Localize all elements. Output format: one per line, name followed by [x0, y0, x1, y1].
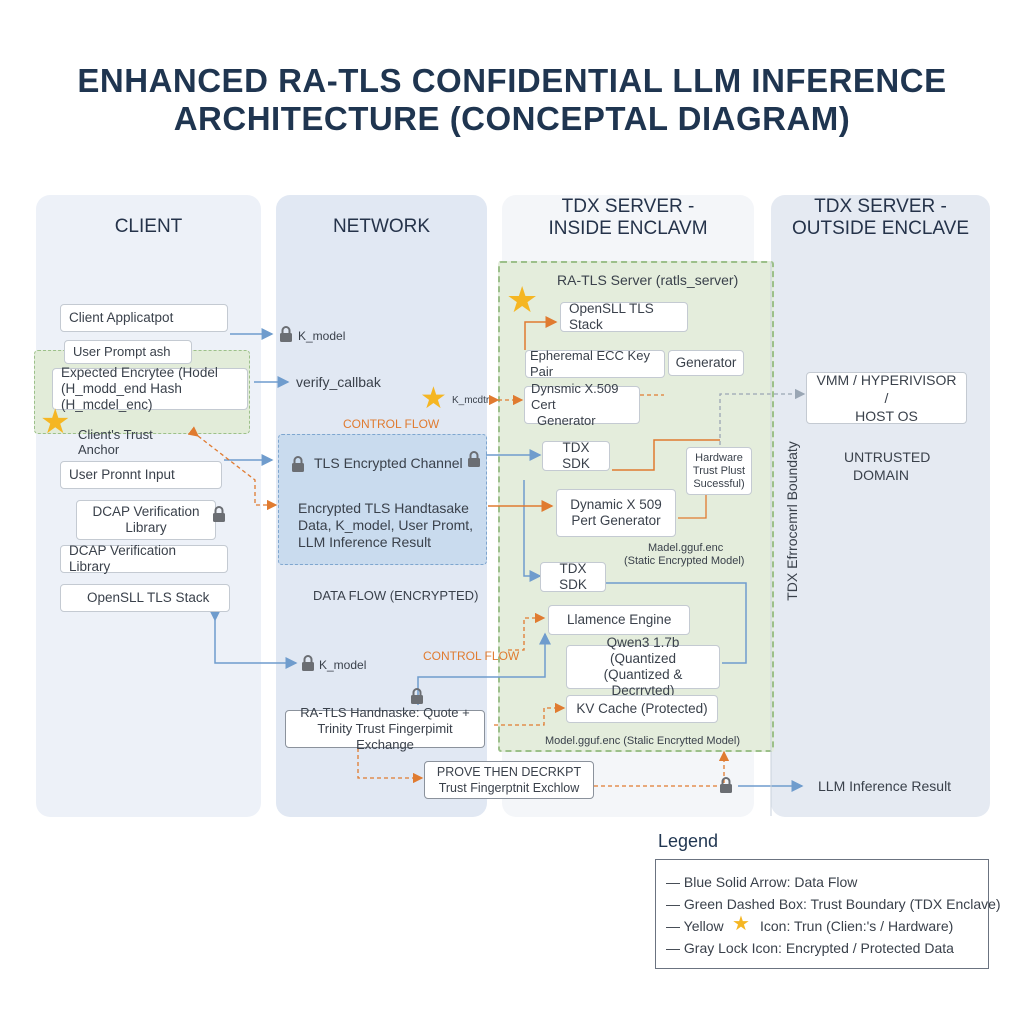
lock-icon	[720, 777, 732, 793]
lock-icon	[302, 655, 314, 671]
control-flow-label-top: CONTROL FLOW	[343, 417, 440, 431]
openssl-enclave-box: OpenSLL TLS Stack	[560, 301, 688, 332]
pert-generator-box: Dynamic X 509 Pert Generator	[556, 489, 676, 537]
model-enc-line2: (Static Encrypted Model)	[624, 555, 745, 567]
client-lane-title: CLIENT	[114, 216, 183, 237]
pert-line1: Dynamic X 509	[570, 497, 662, 512]
user-prompt-hash-box: User Prompt ash	[64, 340, 192, 364]
star-icon: ★	[40, 403, 71, 441]
legend-item-yellow-b: Icon: Trun (Clien:'s / Hardware)	[760, 918, 954, 934]
kv-cache-box: KV Cache (Protected)	[566, 695, 718, 723]
handshake-line2: Trinity Trust Fingerpimit Exchange	[317, 721, 453, 752]
legend-item-data-flow: — Blue Solid Arrow: Data Flow	[666, 874, 858, 890]
network-lane-title: NETWORK	[332, 216, 431, 237]
user-prompt-input-box: User Pronnt Input	[60, 461, 222, 489]
dcap-box-line2: Library	[125, 520, 167, 535]
verify-callback-label: verify_callbak	[296, 374, 381, 390]
vmm-hypervisor-box: VMM / HYPERIVISOR / HOST OS	[806, 372, 967, 424]
qwen-model-box: Qwen3 1.7b (Quantized (Quantized & Decrr…	[566, 635, 720, 698]
untrusted-line1: UNTRUSTED	[844, 449, 931, 465]
outside-enclave-title-line1: TDX SERVER -	[814, 196, 947, 217]
generator-box: Generator	[668, 350, 744, 376]
legend-title: Legend	[658, 831, 719, 851]
legend-item-trust-boundary: — Green Dashed Box: Trust Boundary (TDX …	[666, 896, 1001, 912]
dcap-box-line1: DCAP Verification	[92, 504, 200, 519]
hw-line3: Sucessful)	[693, 477, 745, 490]
tdx-sdk-box-2: TDX SDK	[540, 561, 606, 592]
dcap-verification-library-box: DCAP Verification Library	[60, 543, 228, 574]
diagram-title-line1: ENHANCED RA-TLS CONFIDENTIAL LLM INFEREN…	[77, 62, 947, 99]
client-application-box: Client Applicatpot	[60, 304, 228, 332]
ra-tls-handshake-box: RA-TLS Handnaske: Quote + Trinity Trust …	[285, 705, 485, 752]
qwen-line2: (Quantized & Decrryted)	[603, 667, 683, 698]
tls-channel-region	[278, 434, 487, 565]
dcap-verification-box: DCAP Verification Library	[76, 500, 216, 540]
expected-encryptee-line1: Expected Encrytee (Hodel	[61, 365, 218, 380]
openssl-client-box: OpenSLL TLS Stack	[60, 584, 230, 612]
dynamic-cert-line1: Dynsmic X.509 Cert	[531, 381, 619, 412]
expected-encryptee-line2: (H_modd_end Hash (H_mcdel_enc)	[61, 381, 182, 412]
star-icon: ★	[506, 279, 539, 320]
ephemeral-key-box: Epheremal ECC Key Pair	[525, 348, 665, 379]
hw-line2: Trust Plust	[692, 464, 746, 477]
prove-line1: PROVE THEN DECRKPT	[436, 765, 582, 779]
lock-icon	[411, 688, 423, 704]
kmodel-label-bottom: K_model	[319, 658, 367, 672]
boundary-label-text: TDX Efrrocemrl Boundaty	[784, 441, 800, 601]
llm-result-label: LLM Inference Result	[818, 778, 952, 794]
inside-enclave-title-line2: INSIDE ENCLAVM	[548, 218, 708, 239]
untrusted-line2: DOMAIN	[853, 467, 909, 483]
hw-line1: Hardware	[695, 451, 743, 464]
tdx-sdk-box-1: TDX SDK	[542, 440, 610, 471]
model-enc-line1: Madel.gguf.enc	[648, 542, 724, 554]
tls-desc-line3: LLM Inference Result	[298, 534, 432, 550]
ratls-server-title: RA-TLS Server (ratls_server)	[557, 272, 739, 288]
star-icon: ★	[732, 913, 750, 935]
tls-desc-line2: Data, K_model, User Promt,	[298, 517, 474, 533]
data-flow-label: DATA FLOW (ENCRYPTED)	[313, 588, 479, 603]
trust-anchor-line1: Client's Trust	[78, 427, 153, 442]
kmodel-label-top: K_model	[298, 329, 346, 343]
control-flow-label-bottom: CONTROL FLOW	[423, 649, 520, 663]
lock-icon	[292, 456, 304, 472]
legend-item-lock: — Gray Lock Icon: Encrypted / Protected …	[666, 940, 954, 956]
outside-enclave-lane: TDX SERVER - OUTSIDE ENCLAVE	[771, 195, 990, 817]
hardware-trust-box: Hardware Trust Plust Sucessful)	[686, 447, 752, 495]
lock-icon	[468, 451, 480, 467]
inside-enclave-title-line1: TDX SERVER -	[561, 196, 695, 217]
pert-line2: Pert Generator	[571, 513, 661, 528]
qwen-line1: Qwen3 1.7b (Quantized	[606, 635, 680, 666]
dynamic-cert-box: Dynsmic X.509 Cert Generator	[524, 381, 640, 428]
vmm-line1: VMM / HYPERIVISOR /	[816, 372, 957, 406]
tls-desc-line1: Encrypted TLS Handtasake	[298, 500, 469, 516]
model-footer-label: Model.gguf.enc (Stalic Encrytted Model)	[545, 735, 741, 747]
outside-enclave-title-line2: OUTSIDE ENCLAVE	[791, 218, 970, 239]
dynamic-cert-line2: Generator	[537, 413, 596, 428]
vmm-line2: HOST OS	[855, 408, 918, 424]
prove-line2: Trust Fingerptnit Exchlow	[438, 781, 580, 795]
star-icon: ★	[420, 382, 447, 415]
llamence-engine-box: Llamence Engine	[548, 605, 690, 635]
handshake-line1: RA-TLS Handnaske: Quote +	[300, 705, 470, 720]
tls-channel-label: TLS Encrypted Channel	[314, 455, 463, 471]
lock-icon	[213, 506, 225, 522]
prove-then-decrypt-box: PROVE THEN DECRKPT Trust Fingerptnit Exc…	[424, 761, 594, 799]
expected-encryptee-box: Expected Encrytee (Hodel (H_modd_end Has…	[52, 365, 248, 412]
legend-item-yellow-a: — Yellow	[666, 918, 724, 934]
trust-anchor-line2: Anchor	[78, 442, 120, 457]
diagram-title-line2: ARCHITECTURE (CONCEPTAL DIAGRAM)	[173, 100, 851, 137]
lock-icon	[280, 326, 292, 342]
legend-box: — Blue Solid Arrow: Data Flow — Green Da…	[655, 859, 1001, 969]
kmodel-label-mid: K_mcdtr	[452, 395, 490, 406]
